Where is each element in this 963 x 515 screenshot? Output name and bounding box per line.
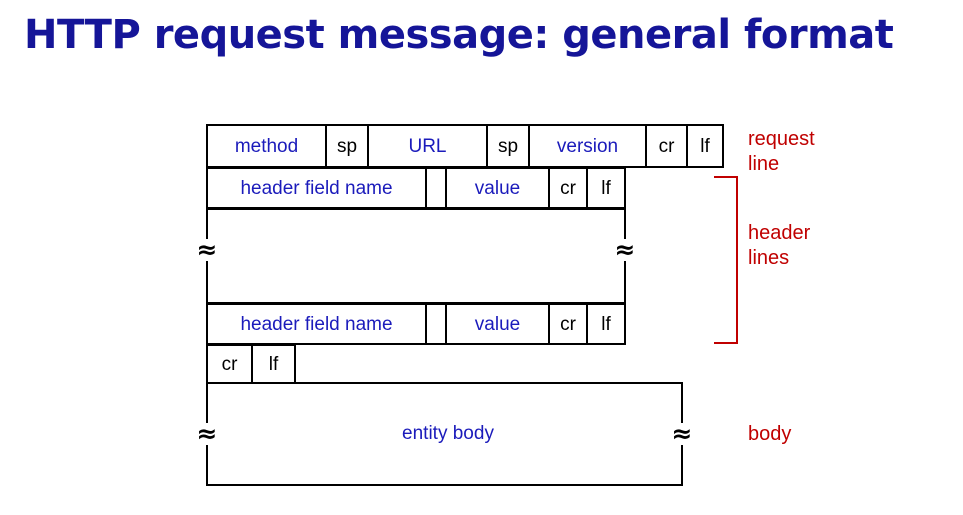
cell-version: version (530, 126, 647, 166)
break-glyph-header-left: ≈ (196, 235, 218, 264)
cell-separator-1 (427, 169, 447, 207)
cell-lf-4: lf (268, 353, 279, 375)
cell-cr-2: cr (550, 169, 588, 207)
cell-lf-3: lf (601, 313, 611, 335)
blank-line-row: cr lf (206, 344, 296, 384)
cell-value-2: value (447, 305, 550, 343)
cell-value-1: value (447, 169, 550, 207)
cell-sp-1: sp (327, 126, 369, 166)
cell-separator-2 (427, 305, 447, 343)
header-line-last-row: header field name value cr lf (206, 303, 626, 345)
cell-sp-2: sp (488, 126, 530, 166)
request-line-row: method sp URL sp version cr lf (206, 124, 724, 168)
header-lines-continuation-box (206, 208, 626, 304)
header-line-first-row: header field name value cr lf (206, 167, 626, 209)
cell-header-field-name-1: header field name (208, 169, 427, 207)
cell-header-field-name-2: header field name (208, 305, 427, 343)
cell-cr-3: cr (550, 305, 588, 343)
annotation-body: body (748, 423, 792, 445)
entity-body-box (206, 382, 683, 486)
cell-url: URL (369, 126, 488, 166)
cell-cr-4: cr (208, 346, 253, 382)
cell-cr-1: cr (647, 126, 688, 166)
cell-lf-1: lf (700, 135, 710, 157)
break-glyph-header-right: ≈ (614, 235, 636, 264)
annotation-request-line: request line (748, 128, 815, 175)
cell-method: method (208, 126, 327, 166)
header-lines-bracket (714, 176, 738, 344)
annotation-header-lines: header lines (748, 222, 811, 269)
page-title: HTTP request message: general format (24, 12, 894, 58)
break-glyph-body-right: ≈ (671, 419, 693, 448)
break-glyph-body-left: ≈ (196, 419, 218, 448)
entity-body-label: entity body (402, 423, 494, 444)
cell-lf-2: lf (601, 177, 611, 199)
